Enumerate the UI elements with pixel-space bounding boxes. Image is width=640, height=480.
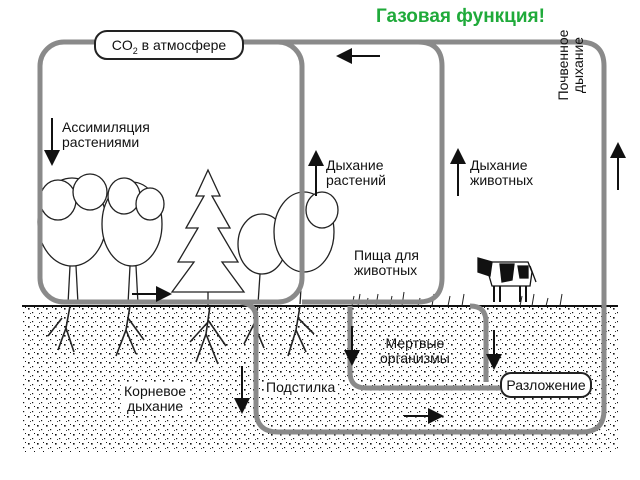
label-animal-respiration-line1: Дыхание bbox=[470, 157, 528, 173]
label-root-line1: Корневое bbox=[124, 383, 187, 399]
label-plant-respiration-line1: Дыхание bbox=[326, 157, 384, 173]
label-plant-respiration: Дыхание растений bbox=[326, 158, 386, 188]
deciduous-trees-left bbox=[37, 173, 165, 305]
co2-prefix: CO bbox=[111, 37, 133, 53]
decomposition-box: Разложение bbox=[500, 372, 592, 398]
label-root-line2: дыхание bbox=[126, 398, 184, 414]
label-soil-respiration: Почвенное дыхание bbox=[555, 10, 586, 120]
flow-arrows bbox=[44, 48, 626, 424]
spruce-tree bbox=[170, 168, 246, 306]
dead-organisms-path bbox=[347, 306, 500, 391]
label-animal-respiration-line2: животных bbox=[470, 172, 534, 188]
label-dead-organisms: Мертвые организмы bbox=[380, 336, 450, 366]
label-dead-line1: Мертвые bbox=[385, 335, 445, 351]
label-food-line1: Пища для bbox=[354, 247, 419, 263]
label-litter: Подстилка bbox=[264, 379, 338, 395]
label-soil-respiration-line2: дыхание bbox=[570, 36, 586, 94]
label-food-line2: животных bbox=[354, 262, 418, 278]
label-soil-respiration-line1: Почвенное bbox=[555, 29, 571, 101]
co2-subscript: 2 bbox=[132, 45, 138, 56]
label-root-respiration: Корневое дыхание bbox=[122, 383, 189, 414]
label-plant-respiration-line2: растений bbox=[326, 172, 386, 188]
deciduous-trees-right bbox=[237, 191, 339, 305]
label-assimilation: Ассимиляция растениями bbox=[62, 120, 150, 150]
soil-respiration-loop bbox=[239, 39, 607, 435]
co2-atmosphere-box: CO2 в атмосфере bbox=[94, 30, 244, 60]
cow bbox=[477, 257, 537, 302]
label-food-for-animals: Пища для животных bbox=[354, 248, 419, 278]
label-assimilation-line1: Ассимиляция bbox=[62, 119, 150, 135]
co2-suffix: в атмосфере bbox=[137, 37, 227, 53]
label-dead-line2: организмы bbox=[380, 350, 450, 366]
page-title: Газовая функция! bbox=[376, 6, 545, 27]
label-animal-respiration: Дыхание животных bbox=[470, 158, 533, 188]
label-assimilation-line2: растениями bbox=[62, 134, 140, 150]
animal-waste-path bbox=[469, 303, 489, 382]
